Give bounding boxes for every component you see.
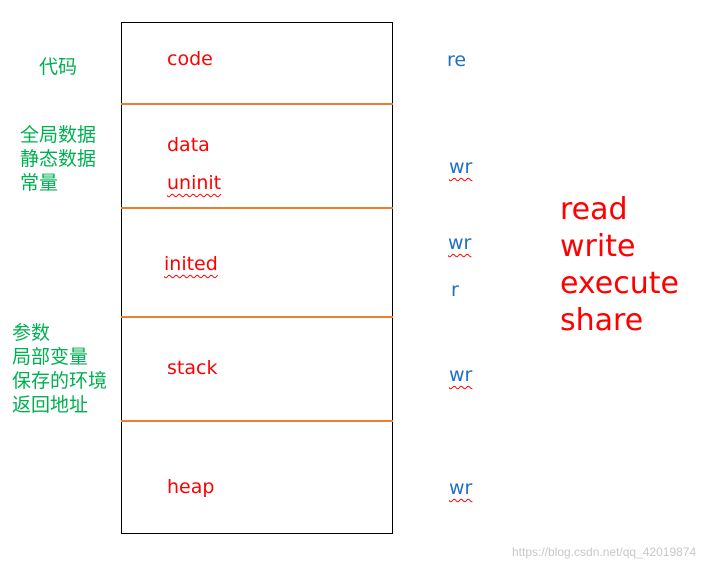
legend-execute: execute xyxy=(560,266,679,301)
segment-inited: inited xyxy=(164,253,218,275)
perm-inited-2: r xyxy=(451,279,459,301)
perm-code: re xyxy=(447,49,467,71)
segment-code: code xyxy=(167,48,213,70)
segment-heap: heap xyxy=(167,476,215,498)
divider-code-data xyxy=(121,103,393,105)
note-data-2: 静态数据 xyxy=(20,148,97,170)
note-stack-4: 返回地址 xyxy=(12,394,89,416)
perm-stack: wr xyxy=(449,364,473,386)
divider-data-inited xyxy=(121,207,393,209)
legend-write: write xyxy=(560,229,636,264)
note-stack-1: 参数 xyxy=(12,322,51,344)
note-stack-2: 局部变量 xyxy=(12,346,89,368)
segment-uninit: uninit xyxy=(167,172,222,194)
note-code: 代码 xyxy=(39,56,78,78)
note-data-1: 全局数据 xyxy=(20,124,97,146)
segment-data: data xyxy=(167,134,210,156)
legend-read: read xyxy=(560,192,628,227)
segment-stack: stack xyxy=(167,357,218,379)
legend-share: share xyxy=(560,303,644,338)
perm-inited-1: wr xyxy=(448,232,472,254)
perm-data: wr xyxy=(449,156,473,178)
note-stack-3: 保存的环境 xyxy=(12,370,108,392)
watermark: https://blog.csdn.net/qq_42019874 xyxy=(512,545,697,559)
perm-heap: wr xyxy=(449,477,473,499)
divider-stack-heap xyxy=(121,420,393,422)
note-data-3: 常量 xyxy=(20,172,59,194)
divider-inited-stack xyxy=(121,316,393,318)
memory-layout-box xyxy=(121,22,393,534)
